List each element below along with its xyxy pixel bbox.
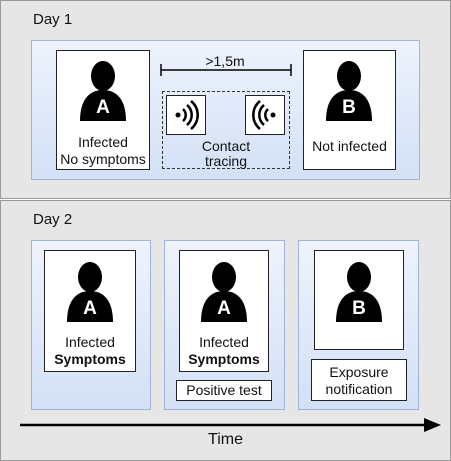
day1-title: Day 1 [33,11,73,28]
time-arrow [20,418,441,432]
card2-person-icon: A [201,262,247,322]
card1-status: Infected [65,334,115,350]
card3-letter: B [352,298,366,319]
person-b-icon: B [326,61,372,121]
distance-bar [160,64,292,76]
distance-label: >1,5m [205,53,245,69]
person-a-status: Infected [78,134,128,150]
card1-letter: A [83,298,97,319]
card3-person-icon: B [336,262,382,322]
tracing-label: tracing [204,153,248,169]
person-b-letter: B [342,97,356,118]
phone-a [166,95,206,135]
card2-letter: A [217,298,231,319]
signal-right-icon [175,100,199,130]
exposure-label: Exposure [329,364,389,380]
phone-b [245,95,285,135]
person-a-letter: A [96,97,110,118]
signal-left-icon [252,100,276,130]
contact-tracing-box [162,91,290,169]
card1-person-icon: A [67,262,113,322]
day2-title: Day 2 [33,211,73,228]
exposure-notification-badge: Exposure notification [311,359,407,401]
contact-label: Contact [201,138,251,154]
card2-symptoms: Symptoms [188,351,260,367]
card1-symptoms: Symptoms [54,351,126,367]
person-a-icon: A [80,61,126,121]
notification-label: notification [325,381,393,397]
person-a-symptoms: No symptoms [60,151,146,167]
person-b-status: Not infected [312,138,387,154]
time-label: Time [208,431,243,448]
card2-status: Infected [199,334,249,350]
positive-test-badge: Positive test [176,380,272,401]
